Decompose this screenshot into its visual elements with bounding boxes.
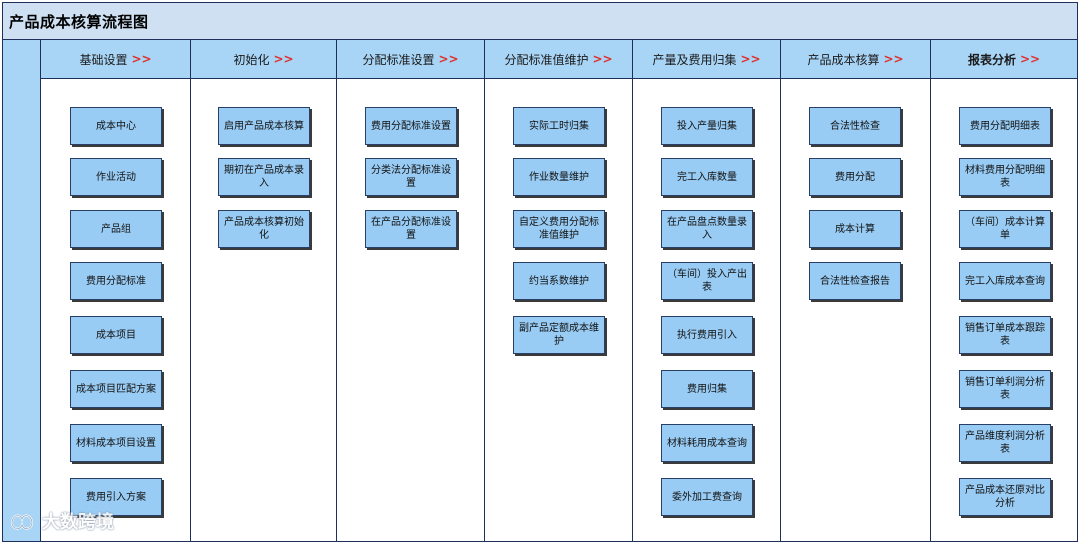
step-enable-costing[interactable]: 启用产品成本核算 (218, 107, 310, 145)
step-execute-expense-import[interactable]: 执行费用引入 (661, 316, 753, 354)
column-header-label: 产品成本核算 (807, 52, 880, 67)
column-basic-settings: 基础设置>> 成本中心 作业活动 产品组 费用分配标准 成本项目 成本项目匹配方… (41, 40, 191, 541)
step-actual-hours[interactable]: 实际工时归集 (513, 107, 605, 145)
step-legality-check-report[interactable]: 合法性检查报告 (809, 262, 901, 300)
arrow-icon: >> (273, 52, 294, 66)
step-expense-collection[interactable]: 费用归集 (661, 370, 753, 408)
column-header-label: 产量及费用归集 (652, 52, 737, 67)
arrow-icon: >> (883, 52, 904, 66)
step-product-group[interactable]: 产品组 (70, 210, 162, 248)
step-material-cost-item[interactable]: 材料成本项目设置 (70, 424, 162, 462)
column-header: 产品成本核算>> (781, 40, 930, 79)
report-product-dimension-profit[interactable]: 产品维度利润分析表 (959, 424, 1051, 462)
watermark-text: 大数跨境 (42, 512, 114, 533)
column-header: 分配标准值维护>> (485, 40, 632, 79)
column-report-analysis: 报表分析>> 费用分配明细表 材料费用分配明细表 （车间）成本计算单 完工入库成… (931, 40, 1077, 541)
report-material-allocation-detail[interactable]: 材料费用分配明细表 (959, 158, 1051, 196)
report-finished-cost-query[interactable]: 完工入库成本查询 (959, 262, 1051, 300)
report-sales-order-profit[interactable]: 销售订单利润分析表 (959, 370, 1051, 408)
step-activity[interactable]: 作业活动 (70, 158, 162, 196)
column-header-label: 基础设置 (79, 52, 128, 67)
step-outsourcing-fee-query[interactable]: 委外加工费查询 (661, 478, 753, 516)
step-cost-item[interactable]: 成本项目 (70, 316, 162, 354)
step-opening-wip[interactable]: 期初在产品成本录入 (218, 158, 310, 196)
title-bar: 产品成本核算流程图 (3, 3, 1077, 40)
step-expense-allocation-setup[interactable]: 费用分配标准设置 (365, 107, 457, 145)
column-header: 报表分析>> (931, 40, 1077, 79)
column-header: 分配标准设置>> (337, 40, 484, 79)
step-cost-center[interactable]: 成本中心 (70, 107, 162, 145)
column-initialization: 初始化>> 启用产品成本核算 期初在产品成本录入 产品成本核算初始化 (191, 40, 337, 541)
step-equivalent-coefficient[interactable]: 约当系数维护 (513, 262, 605, 300)
report-workshop-cost-sheet[interactable]: （车间）成本计算单 (959, 210, 1051, 248)
arrow-icon: >> (592, 52, 613, 66)
arrow-icon: >> (1019, 52, 1041, 66)
column-header: 基础设置>> (41, 40, 190, 79)
step-cost-item-matching[interactable]: 成本项目匹配方案 (70, 370, 162, 408)
step-expense-import-plan[interactable]: 费用引入方案 (70, 478, 162, 516)
arrow-icon: >> (740, 52, 761, 66)
column-output-expense-collection: 产量及费用归集>> 投入产量归集 完工入库数量 在产品盘点数量录入 （车间）投入… (633, 40, 781, 541)
step-costing-init[interactable]: 产品成本核算初始化 (218, 210, 310, 248)
column-allocation-standard-setup: 分配标准设置>> 费用分配标准设置 分类法分配标准设置 在产品分配标准设置 (337, 40, 485, 541)
column-header-label: 分配标准设置 (362, 52, 435, 67)
step-wip-count-entry[interactable]: 在产品盘点数量录入 (661, 210, 753, 248)
column-header: 初始化>> (191, 40, 336, 79)
step-activity-quantity[interactable]: 作业数量维护 (513, 158, 605, 196)
column-header-label: 初始化 (233, 52, 270, 67)
diagram-title: 产品成本核算流程图 (9, 13, 149, 31)
step-byproduct-cost[interactable]: 副产品定额成本维护 (513, 316, 605, 354)
step-legality-check[interactable]: 合法性检查 (809, 107, 901, 145)
arrow-icon: >> (131, 52, 152, 66)
report-cost-restoration-comparison[interactable]: 产品成本还原对比分析 (959, 478, 1051, 516)
step-wip-standard[interactable]: 在产品分配标准设置 (365, 210, 457, 248)
watermark: 大数跨境 (8, 508, 114, 534)
arrow-icon: >> (438, 52, 459, 66)
step-workshop-io-table[interactable]: （车间）投入产出表 (661, 262, 753, 300)
column-standard-value-maintenance: 分配标准值维护>> 实际工时归集 作业数量维护 自定义费用分配标准值维护 约当系… (485, 40, 633, 541)
column-header-label: 报表分析 (967, 52, 1016, 67)
step-finished-quantity[interactable]: 完工入库数量 (661, 158, 753, 196)
step-input-output-collection[interactable]: 投入产量归集 (661, 107, 753, 145)
report-sales-order-cost-tracking[interactable]: 销售订单成本跟踪表 (959, 316, 1051, 354)
step-custom-allocation-value[interactable]: 自定义费用分配标准值维护 (513, 210, 605, 248)
report-expense-allocation-detail[interactable]: 费用分配明细表 (959, 107, 1051, 145)
brand-logo-icon (10, 514, 34, 530)
column-product-costing: 产品成本核算>> 合法性检查 费用分配 成本计算 合法性检查报告 (781, 40, 931, 541)
step-material-consumption-query[interactable]: 材料耗用成本查询 (661, 424, 753, 462)
column-header-label: 分配标准值维护 (504, 52, 589, 67)
column-header: 产量及费用归集>> (633, 40, 780, 79)
step-cost-calculation[interactable]: 成本计算 (809, 210, 901, 248)
step-expense-allocation[interactable]: 费用分配 (809, 158, 901, 196)
step-allocation-standard[interactable]: 费用分配标准 (70, 262, 162, 300)
left-strip (3, 40, 41, 541)
step-classification-standard[interactable]: 分类法分配标准设置 (365, 158, 457, 196)
